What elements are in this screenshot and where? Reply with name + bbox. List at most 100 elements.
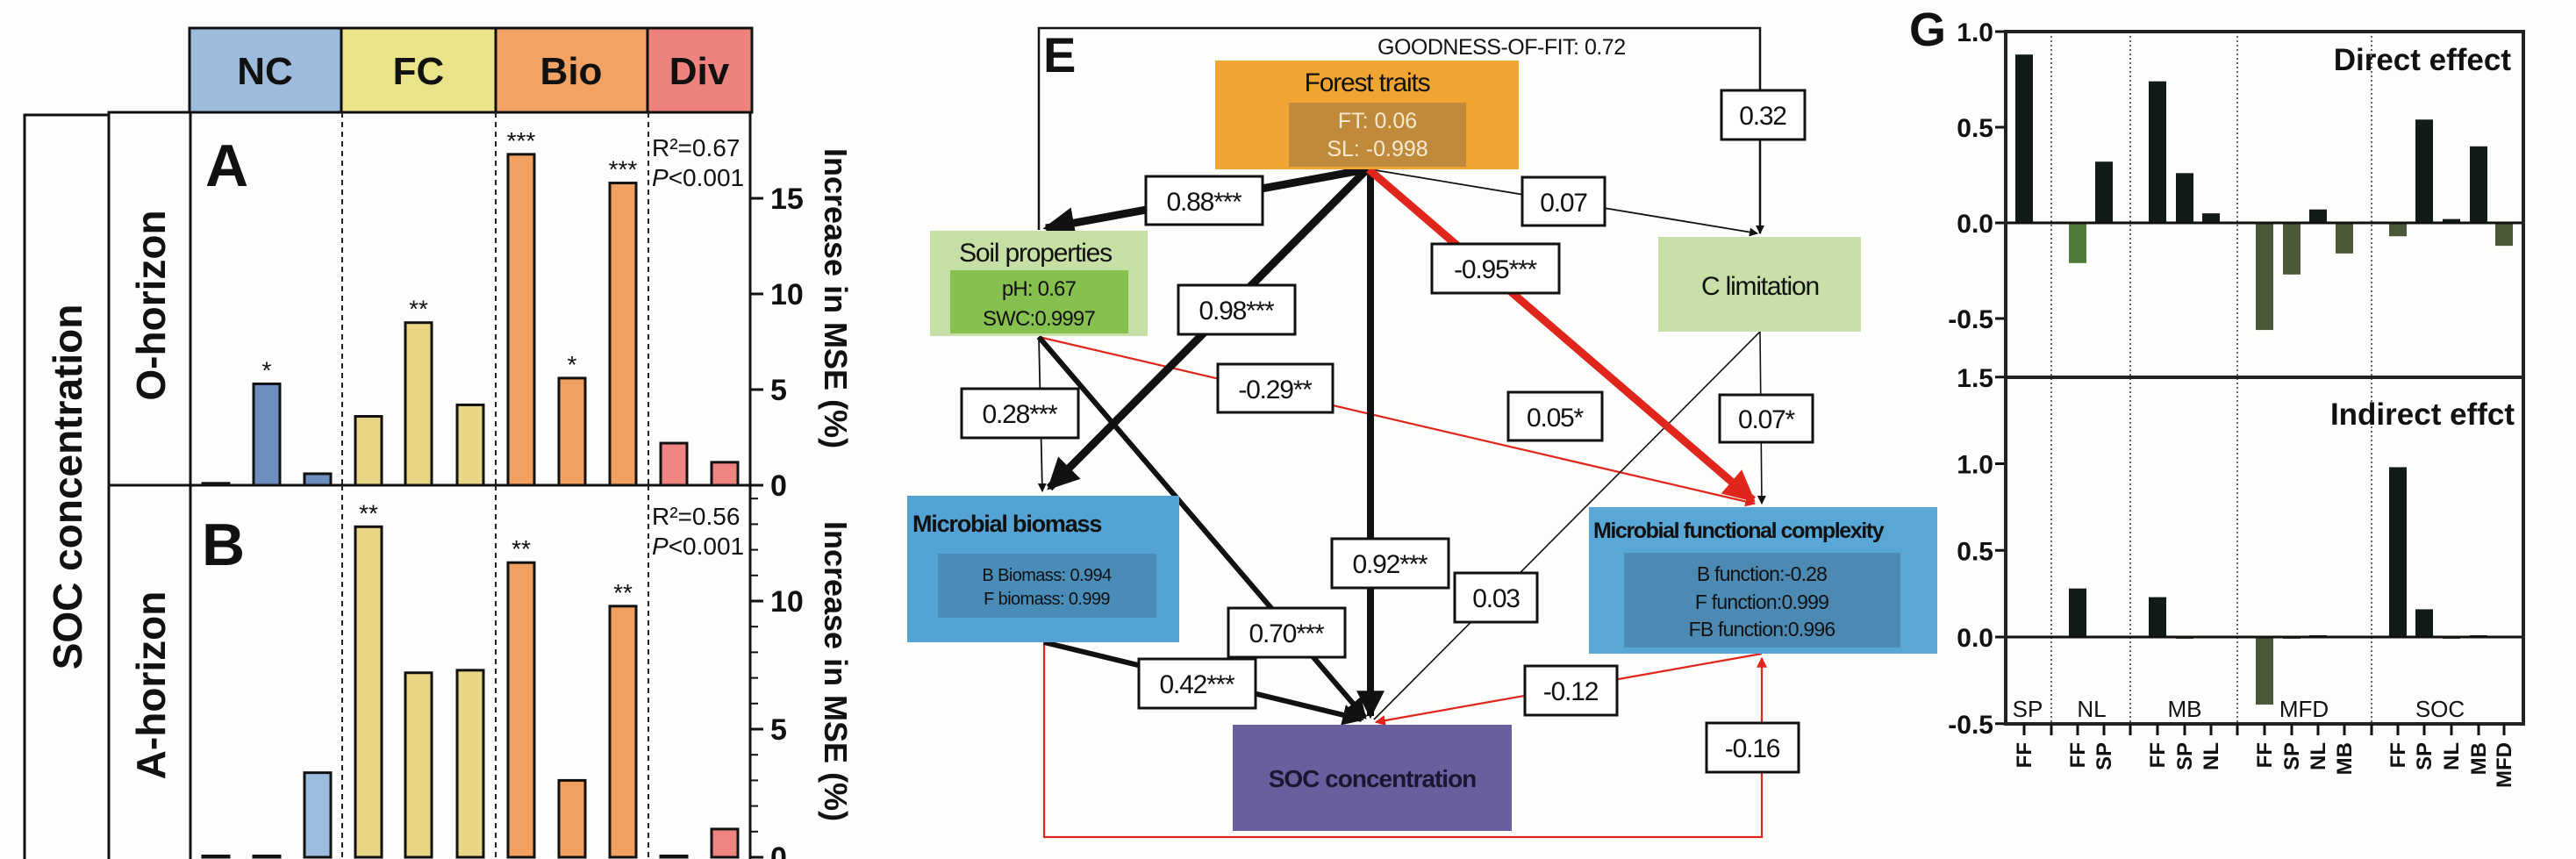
coef-label: 0.88***	[1144, 175, 1264, 226]
panels-ab: NC FC Bio Div SOC concentration O-horizo…	[23, 26, 854, 859]
panel-letter-e: E	[1043, 27, 1076, 82]
bar	[506, 561, 536, 859]
y-tick-label: 5	[770, 374, 787, 407]
y-axis-label-a: Increase in MSE (%)	[818, 148, 854, 448]
node-forest-traits: Forest traits FT: 0.06 SL: -0.998	[1215, 61, 1519, 169]
x-tick-label: NL	[2307, 742, 2330, 770]
coef-text: -0.16	[1725, 734, 1780, 763]
node-metric: pH: 0.67	[1002, 277, 1077, 301]
direct-effect-title: Direct effect	[2334, 43, 2512, 77]
coef-label: 0.70***	[1227, 606, 1347, 659]
bar	[2389, 467, 2407, 637]
bar	[2095, 161, 2113, 223]
y-tick-label: 0.0	[1957, 624, 1993, 653]
significance-stars: **	[613, 579, 633, 606]
header-nc	[188, 26, 343, 114]
node-soil-properties: Soil properties pH: 0.67 SWC:0.9997	[930, 231, 1148, 336]
bar	[2015, 54, 2033, 223]
bar	[608, 605, 638, 859]
coef-label: 0.03	[1453, 571, 1539, 624]
y-tick-label: 5	[770, 713, 787, 747]
plot-frame	[189, 483, 752, 859]
x-tick-label: FF	[2066, 742, 2090, 768]
significance-stars: **	[359, 499, 378, 526]
bar	[252, 855, 282, 859]
coef-text: 0.03	[1472, 584, 1520, 613]
p-value-b: P<0.001	[652, 533, 744, 560]
coef-label: -0.16	[1705, 721, 1800, 774]
bar	[455, 403, 485, 487]
p-symbol: P	[652, 533, 669, 560]
y-tick-label: -0.5	[1948, 711, 1993, 740]
coef-label: 0.07*	[1718, 393, 1814, 444]
x-tick-label: NL	[2440, 742, 2464, 770]
bar	[2202, 213, 2220, 223]
bar	[2415, 609, 2433, 637]
coef-text: 0.88***	[1166, 188, 1242, 217]
node-title: Soil properties	[959, 239, 1112, 268]
edge-climitation-soc	[1373, 331, 1761, 720]
coef-label: 0.05*	[1506, 390, 1604, 442]
x-tick-label: FF	[2253, 742, 2277, 768]
header-label: Div	[669, 50, 730, 93]
panel-letter-b: B	[202, 512, 245, 578]
node-metric: FB function:0.996	[1689, 618, 1835, 641]
header-label: FC	[393, 50, 445, 93]
y-tick-label: 15	[770, 183, 804, 216]
edge-soil-mfc	[1038, 335, 1757, 507]
y-tick-label: 10	[770, 278, 804, 311]
header-label: Bio	[540, 50, 603, 93]
path-diagram: E GOODNESS-OF-FIT: 0.72 Forest traits FT…	[907, 26, 1937, 839]
goodness-of-fit: GOODNESS-OF-FIT: 0.72	[1377, 35, 1626, 60]
coef-label: -0.12	[1523, 664, 1619, 717]
bar	[2309, 209, 2327, 223]
coef-label: 0.92***	[1330, 537, 1450, 590]
p-value-a: P<0.001	[652, 164, 744, 191]
node-title: Microbial biomass	[912, 511, 1101, 537]
bar	[2176, 173, 2193, 223]
y-tick-label: 0.5	[1957, 114, 1993, 143]
bar	[506, 153, 536, 487]
coef-text: 0.42***	[1159, 670, 1235, 699]
edge-ft-mfc	[1366, 166, 1756, 504]
coef-label: 0.07	[1521, 175, 1606, 227]
bar	[2389, 223, 2407, 237]
group-label: NL	[2077, 696, 2106, 722]
significance-stars: ***	[609, 156, 638, 183]
node-metric: F biomass: 0.999	[984, 590, 1110, 609]
node-title: C limitation	[1701, 272, 1819, 301]
y-tick-label: 1.0	[1957, 451, 1993, 480]
x-tick-label: SP	[2280, 742, 2304, 770]
coef-label: 0.98***	[1177, 283, 1297, 336]
bar	[2283, 223, 2301, 275]
significance-stars: *	[568, 351, 577, 378]
indirect-effect-title: Indirect effct	[2330, 397, 2515, 432]
node-soc-concentration: SOC concentration	[1233, 725, 1512, 831]
coef-text: 0.07	[1540, 189, 1587, 218]
bar	[2149, 597, 2166, 637]
x-tick-label: SP	[2413, 742, 2436, 770]
coef-text: 0.70***	[1249, 619, 1325, 648]
o-horizon-label: O-horizon	[128, 210, 174, 400]
significance-stars: **	[512, 535, 531, 562]
significance-stars: *	[262, 356, 272, 383]
bar	[404, 671, 433, 859]
node-metric: B function:-0.28	[1697, 562, 1827, 585]
coef-text: 0.28***	[982, 400, 1058, 429]
bar	[455, 669, 485, 859]
group-label: SOC	[2415, 696, 2465, 722]
y-tick-label: -0.5	[1948, 305, 1993, 334]
y-tick-label: 10	[770, 585, 804, 619]
bar	[557, 778, 587, 859]
x-tick-label: SP	[2173, 742, 2197, 770]
coef-label: -0.95***	[1430, 242, 1561, 295]
bar	[710, 827, 740, 859]
node-title: SOC concentration	[1269, 765, 1477, 792]
significance-stars: **	[409, 296, 428, 323]
y-tick-label: 1.5	[1957, 364, 1993, 393]
bar	[303, 472, 333, 487]
